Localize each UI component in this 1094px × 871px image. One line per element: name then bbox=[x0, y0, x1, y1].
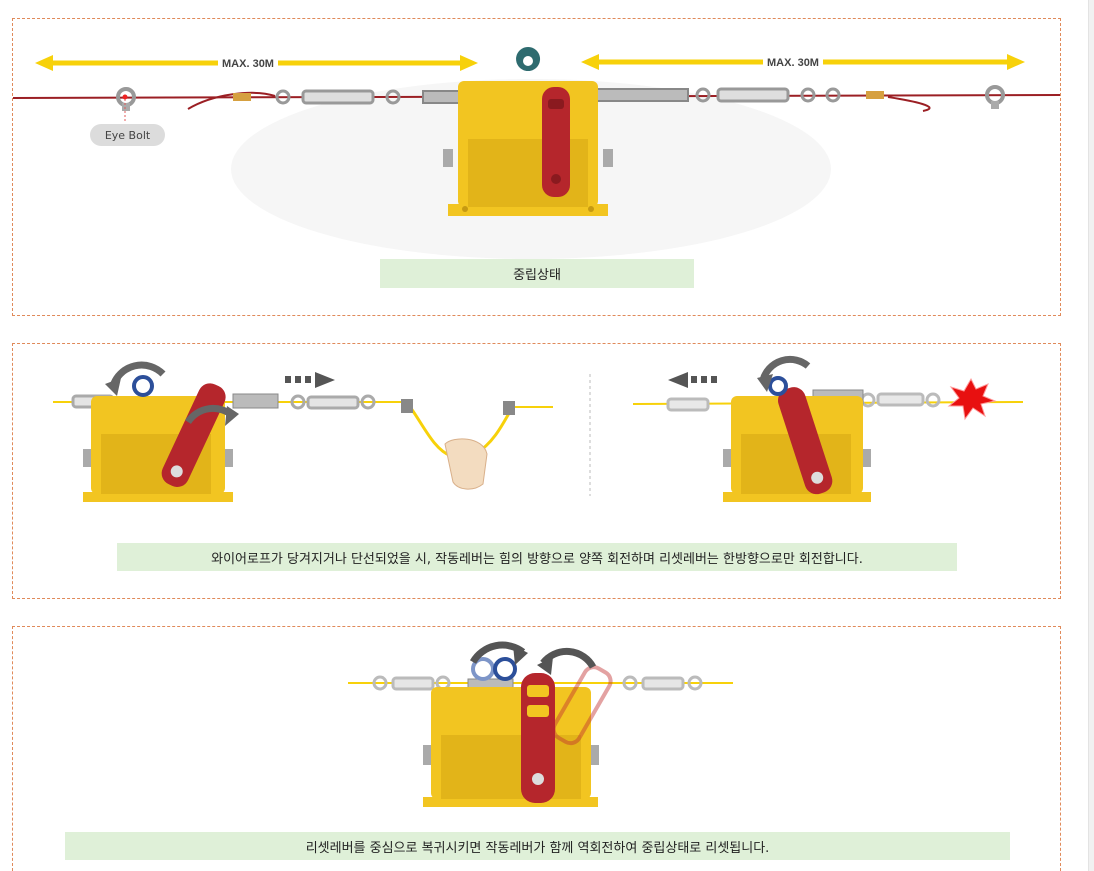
reset-lever-ring-icon bbox=[132, 375, 154, 397]
panel-pull-or-break: 와이어로프가 당겨지거나 단선되었을 시, 작동레버는 힘의 방향으로 양쪽 회… bbox=[12, 343, 1061, 599]
max-length-right-label: MAX. 30M bbox=[767, 57, 819, 69]
panel-reset: 리셋레버를 중심으로 복귀시키면 작동레버가 함께 역회전하여 중립상태로 리셋… bbox=[12, 626, 1061, 871]
panel-neutral-state: MAX. 30M MAX. 30M Eye Bolt 중립상태 bbox=[12, 18, 1061, 316]
reset-illustration bbox=[348, 641, 733, 807]
caption-reset: 리셋레버를 중심으로 복귀시키면 작동레버가 함께 역회전하여 중립상태로 리셋… bbox=[65, 832, 1010, 860]
eye-bolt-label: Eye Bolt bbox=[90, 124, 165, 146]
operating-lever-icon bbox=[542, 87, 570, 197]
caption-neutral-state: 중립상태 bbox=[380, 259, 694, 288]
max-length-arrow-right-icon bbox=[581, 52, 1025, 72]
rotate-arrow-icon bbox=[540, 647, 597, 669]
reset-lever-ghost-icon bbox=[551, 665, 613, 746]
operating-lever-rotated-left-icon bbox=[777, 387, 833, 495]
reset-lever-ring-icon bbox=[493, 657, 517, 681]
max-length-left-label: MAX. 30M bbox=[222, 58, 274, 70]
dashed-arrow-right-icon bbox=[285, 372, 335, 388]
page-scrollbar[interactable] bbox=[1088, 0, 1094, 871]
pull-switch-center bbox=[423, 687, 599, 807]
neutral-state-illustration: MAX. 30M MAX. 30M bbox=[13, 47, 1060, 259]
pull-break-illustration bbox=[53, 356, 1024, 502]
operating-lever-icon bbox=[521, 673, 555, 803]
reset-lever-ring-icon bbox=[768, 376, 788, 396]
break-burst-icon bbox=[947, 377, 997, 421]
max-length-arrow-left-icon bbox=[35, 53, 478, 73]
hand-pull-icon bbox=[444, 438, 488, 490]
eye-bolt-right-icon bbox=[985, 85, 1005, 109]
pull-switch-housing bbox=[443, 47, 613, 216]
rotate-arrow-icon bbox=[759, 356, 811, 382]
dashed-arrow-left-icon bbox=[668, 372, 717, 388]
eye-bolt-left-icon bbox=[116, 87, 136, 111]
rotate-arrow-icon bbox=[109, 361, 166, 388]
caption-pull-or-break: 와이어로프가 당겨지거나 단선되었을 시, 작동레버는 힘의 방향으로 양쪽 회… bbox=[117, 543, 957, 571]
